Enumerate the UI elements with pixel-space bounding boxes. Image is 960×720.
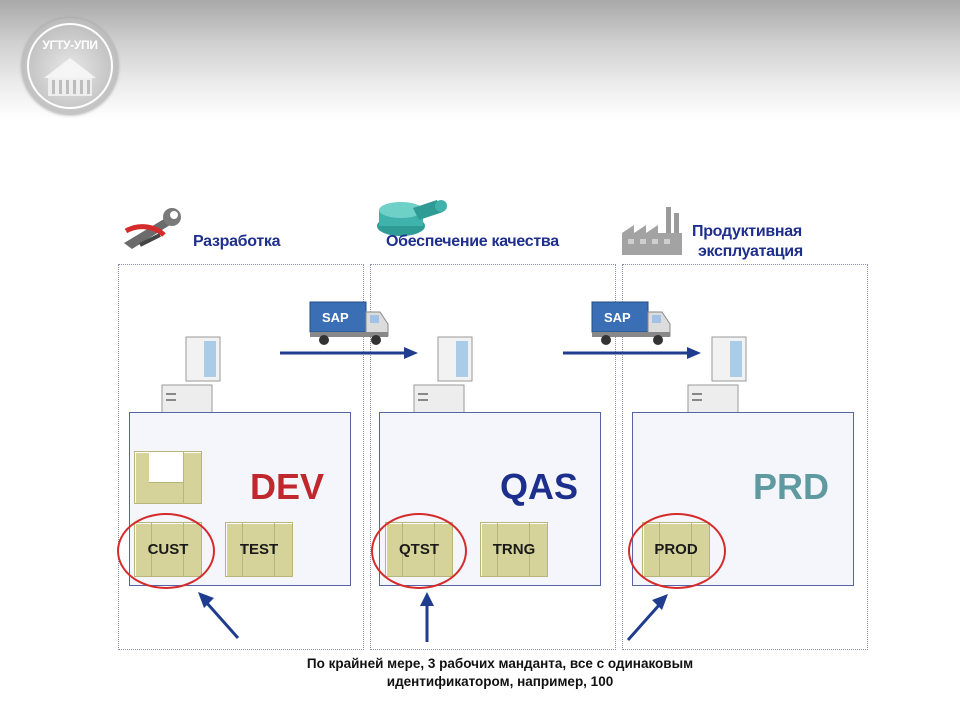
client-test: TEST: [225, 522, 293, 577]
pointer-arrow-icon-1: [198, 592, 240, 639]
pointer-arrow-icon-2: [420, 592, 434, 642]
highlight-circle-prod: [628, 513, 726, 589]
sap-truck-label: SAP: [322, 310, 349, 325]
sap-truck-icon-2: SAP: [591, 301, 671, 345]
stage-column-quality: [370, 264, 616, 650]
client-label-trng: TRNG: [492, 541, 536, 558]
footnote-line2: идентификатором, например, 100: [386, 674, 614, 689]
system-label-qas: QAS: [500, 466, 579, 507]
sap-truck-icon: SAP: [309, 301, 389, 345]
stage-title-quality: Обеспечение качества: [386, 233, 559, 250]
wrench-pliers-icon: [124, 208, 181, 249]
stage-column-development: [118, 264, 364, 650]
right-arrow-icon: [280, 347, 418, 359]
sap-truck-label-2: SAP: [604, 310, 631, 325]
highlight-circle-cust: [117, 513, 215, 589]
footnote-line1: По крайней мере, 3 рабочих манданта, все…: [306, 656, 694, 671]
footnote: По крайней мере, 3 рабочих манданта, все…: [220, 655, 780, 691]
stage-title-production-line2: эксплуатация: [698, 243, 803, 260]
stage-title-development: Разработка: [193, 233, 281, 250]
stage-column-production: [622, 264, 868, 650]
client-unlabeled-dev: [134, 451, 202, 504]
system-label-prd: PRD: [753, 466, 830, 507]
highlight-circle-qtst: [371, 513, 467, 589]
client-trng: TRNG: [480, 522, 548, 577]
stage-title-production-line1: Продуктивная: [692, 223, 802, 240]
logo-ring: [27, 23, 113, 109]
header-band: [0, 0, 960, 120]
stage-title-production: Продуктивная эксплуатация: [692, 222, 803, 262]
pointer-arrow-icon-3: [626, 594, 668, 641]
client-label-test: TEST: [239, 541, 279, 558]
stamp-icon: [377, 200, 447, 236]
system-label-dev: DEV: [250, 466, 325, 507]
factory-icon: [622, 207, 682, 255]
right-arrow-icon-2: [563, 347, 701, 359]
